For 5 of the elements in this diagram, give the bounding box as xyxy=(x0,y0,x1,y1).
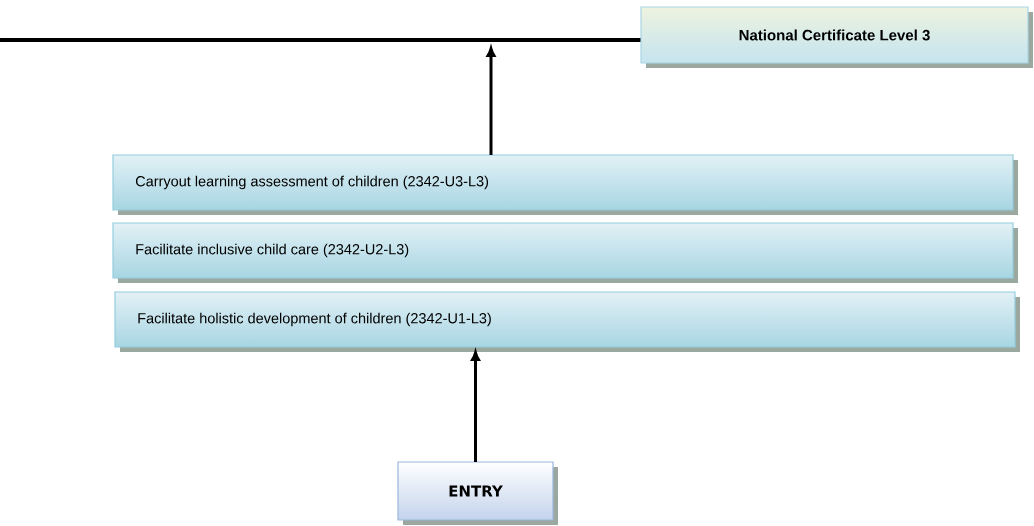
unit-box: Carryout learning assessment of children (2342-U3-L3) xyxy=(112,154,1018,215)
certificate-box: National Certificate Level 3 xyxy=(640,6,1033,68)
entry-box: ENTRY xyxy=(397,461,558,525)
unit-box: Facilitate inclusive child care (2342-U2-L3) xyxy=(112,222,1018,283)
unit-box: Facilitate holistic development of children (2342-U1-L3) xyxy=(114,291,1020,352)
